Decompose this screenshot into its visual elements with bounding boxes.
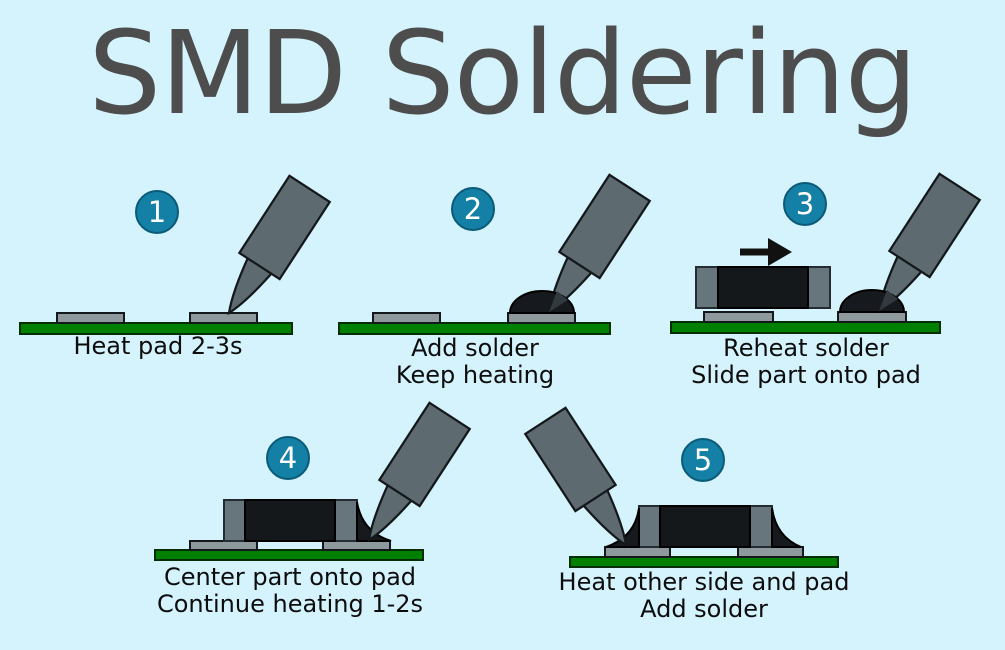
step4-component-body	[244, 499, 336, 542]
step4-component-cap-right	[334, 499, 358, 542]
step5-component	[638, 505, 773, 548]
step-2-badge: 2	[451, 187, 495, 231]
step-3-caption-line-2: Slide part onto pad	[691, 361, 921, 389]
step-5-caption: Heat other side and pad Add solder	[559, 569, 850, 623]
step1-illustration	[19, 174, 331, 335]
step3-component-cap-left	[695, 266, 719, 309]
step-5-caption-line-2: Add solder	[640, 595, 768, 623]
step-4-caption-line-2: Continue heating 1-2s	[156, 590, 424, 618]
step1-pad-left	[56, 312, 125, 324]
step2-pad-left	[372, 312, 441, 324]
step4-component-cap-left	[223, 499, 246, 542]
step4-component	[223, 499, 358, 542]
step-4-badge: 4	[266, 436, 310, 480]
step4-illustration	[154, 401, 471, 561]
step3-component-body	[717, 266, 809, 309]
step-4-caption: Center part onto pad Continue heating 1-…	[157, 564, 423, 618]
step3-iron-tip-silhouette	[879, 290, 898, 311]
step2-pad-right	[507, 312, 576, 324]
step5-pad-left	[604, 546, 671, 558]
step4-pcb	[154, 549, 424, 561]
step-2-caption-line-2: Keep heating	[395, 361, 555, 389]
step3-component	[695, 266, 831, 309]
step5-component-body	[659, 505, 751, 548]
step-5-badge: 5	[681, 438, 725, 482]
step-2-caption-line-1: Add solder	[411, 334, 539, 362]
step-1-caption-line-1: Heat pad 2-3s	[73, 332, 243, 360]
step5-illustration	[524, 406, 839, 568]
step-3-caption-line-1: Reheat solder	[723, 334, 889, 362]
step2-pcb	[338, 322, 611, 335]
step5-component-cap-left	[638, 505, 661, 548]
step2-illustration	[338, 173, 651, 335]
step3-pad-left	[703, 311, 774, 323]
step2-iron-tip-silhouette	[549, 291, 568, 312]
step1-soldering-iron	[207, 174, 331, 328]
step-3-badge: 3	[783, 182, 827, 226]
step1-pcb	[19, 322, 293, 335]
step1-pad-right	[189, 312, 258, 324]
step-4-caption-line-1: Center part onto pad	[163, 563, 417, 591]
step-5-caption-line-1: Heat other side and pad	[558, 568, 850, 596]
step5-pcb	[569, 556, 839, 568]
page-title: SMD Soldering	[88, 7, 918, 141]
step3-component-cap-right	[807, 266, 831, 309]
step4-pad-left	[189, 540, 258, 551]
step5-solder-fillet-right	[771, 507, 802, 548]
step4-pad-right	[322, 540, 391, 551]
step-2-caption: Add solder Keep heating	[396, 335, 554, 389]
step3-pcb	[670, 321, 941, 334]
step-1-caption: Heat pad 2-3s	[73, 333, 242, 360]
step-1-badge: 1	[135, 190, 179, 234]
step5-component-cap-right	[749, 505, 773, 548]
step3-pad-right	[837, 311, 907, 323]
step-3-caption: Reheat solder Slide part onto pad	[691, 335, 921, 389]
step3-slide-arrow-icon	[740, 238, 792, 266]
step3-illustration	[670, 172, 981, 334]
step5-pad-right	[737, 546, 804, 558]
